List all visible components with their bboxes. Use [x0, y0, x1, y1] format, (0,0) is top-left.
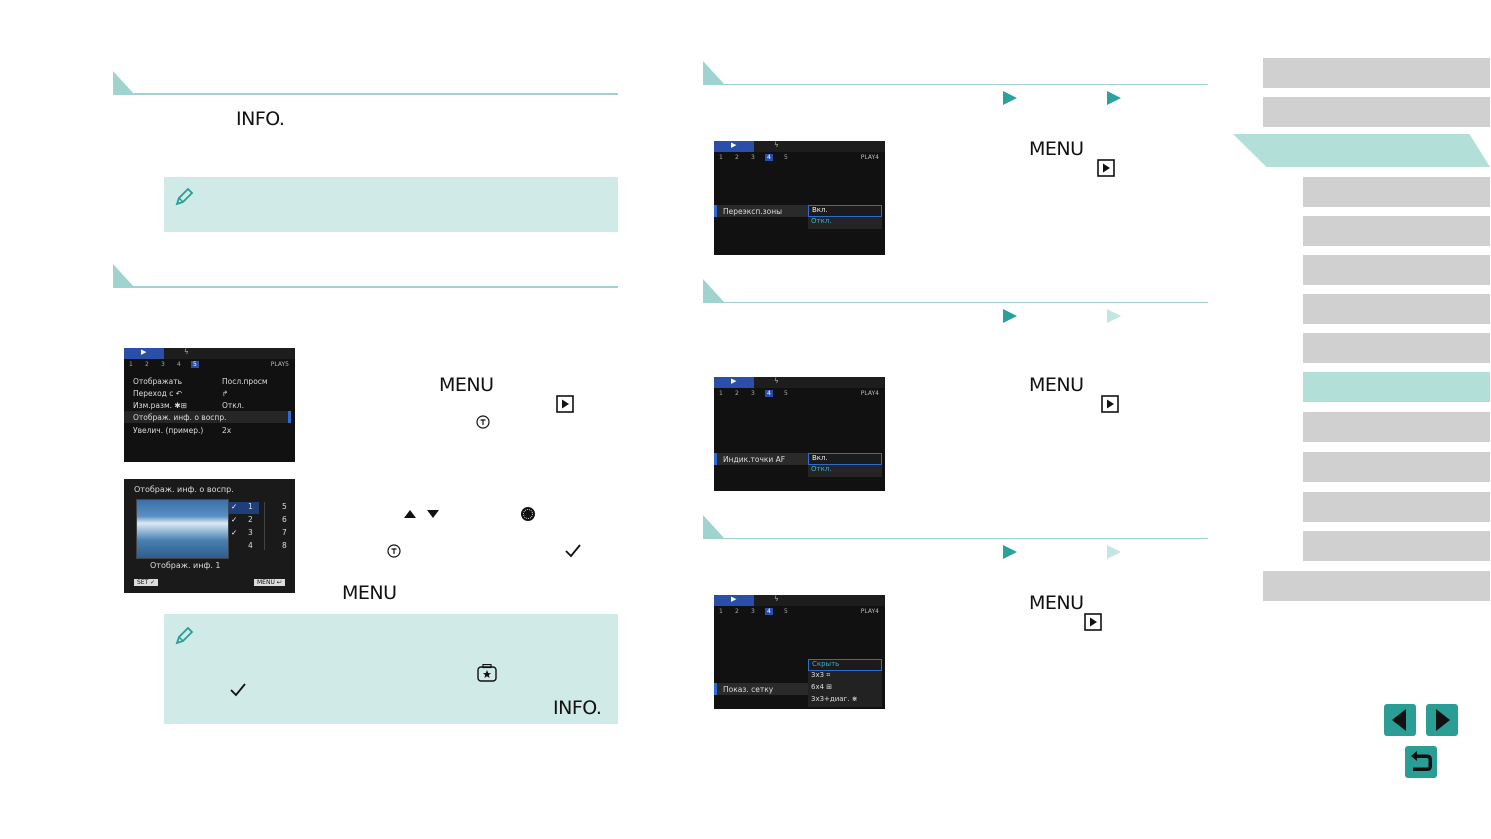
func-set-icon-2	[387, 544, 401, 558]
func-set-icon	[476, 415, 490, 429]
menu-button-label-right-3: MENU	[1029, 592, 1084, 614]
info-button-label: INFO.	[236, 108, 285, 130]
section-header-highlight-alert	[703, 61, 1208, 85]
note-box-1	[164, 177, 618, 232]
mode-arrow-icon	[1003, 309, 1017, 323]
setup-tab-icon: ϟ	[184, 348, 189, 356]
pencil-icon	[175, 626, 194, 645]
mode-arrow-icon	[1107, 91, 1121, 105]
section-header-grid	[703, 515, 1208, 539]
menu-button-label-1: MENU	[439, 374, 494, 396]
camera-screen-af-point: ▶ ϟ 1 2 3 4 5 PLAY4 Индик.точки AF Вкл. …	[714, 377, 885, 491]
play-tab-icon: ▶	[714, 595, 754, 606]
preview-image	[136, 499, 229, 559]
sidebar-subitem-10[interactable]	[1303, 531, 1490, 561]
menu-button-label-right-2: MENU	[1029, 374, 1084, 396]
sidebar-subitem-7[interactable]	[1303, 412, 1490, 442]
mode-arrow-icon	[1003, 545, 1017, 559]
sidebar-subitem-9[interactable]	[1303, 492, 1490, 522]
info-button-label-note: INFO.	[553, 697, 602, 719]
return-icon	[1411, 751, 1432, 771]
sidebar-subitem-1[interactable]	[1303, 177, 1490, 207]
section-header-custom-info	[113, 264, 618, 288]
play-tab-icon: ▶	[714, 377, 754, 388]
next-page-button[interactable]	[1426, 704, 1458, 736]
sidebar-chapter-tab-active[interactable]	[1233, 134, 1490, 167]
sidebar-subitem-4[interactable]	[1303, 294, 1490, 324]
mode-arrow-icon	[1003, 91, 1017, 105]
sidebar-item-index[interactable]	[1263, 571, 1490, 601]
setup-tab-icon: ϟ	[774, 377, 779, 385]
pencil-icon	[175, 187, 194, 206]
rating-button-icon	[477, 664, 497, 682]
sidebar-subitem-5[interactable]	[1303, 333, 1490, 363]
prev-page-button[interactable]	[1384, 704, 1416, 736]
control-dial-icon	[521, 507, 535, 521]
check-icon: ✓	[231, 502, 238, 511]
camera-screen-grid: ▶ ϟ 1 2 3 4 5 PLAY4 Скрыть 3x3 ⌗ Показ. …	[714, 595, 885, 709]
menu-button-label-2: MENU	[342, 582, 397, 604]
sidebar-subitem-2[interactable]	[1303, 216, 1490, 246]
camera-screen-highlight: ▶ ϟ 1 2 3 4 5 PLAY4 Переэксп.зоны Вкл. О…	[714, 141, 885, 255]
camera-screen-info-display: Отображ. инф. о воспр. ✓ ✓ ✓ 1 2 3 4 5 6…	[124, 479, 295, 593]
setup-tab-icon: ϟ	[774, 141, 779, 149]
sidebar-subitem-8[interactable]	[1303, 452, 1490, 482]
checkmark-icon	[230, 683, 246, 697]
note-box-2: INFO.	[164, 614, 618, 724]
section-header-info-display	[113, 71, 618, 95]
mode-arrow-icon-disabled	[1107, 545, 1121, 559]
sidebar-item-2[interactable]	[1263, 97, 1490, 127]
play-tab-icon: ▶	[714, 141, 754, 152]
arrow-right-icon	[1436, 709, 1450, 731]
back-button[interactable]	[1405, 746, 1437, 778]
up-down-arrows-icon	[404, 510, 439, 518]
camera-screen-play5: ▶ ϟ 1 2 3 4 5 PLAY5 Отображать Посл.прос…	[124, 348, 295, 462]
playback-icon	[1097, 159, 1115, 177]
playback-icon	[556, 395, 574, 413]
sidebar-item-1[interactable]	[1263, 58, 1490, 88]
sidebar-subitem-3[interactable]	[1303, 255, 1490, 285]
mode-arrow-icon-disabled	[1107, 309, 1121, 323]
playback-icon	[1101, 395, 1119, 413]
section-header-af-point	[703, 279, 1208, 303]
setup-tab-icon: ϟ	[774, 595, 779, 603]
arrow-left-icon	[1392, 709, 1406, 731]
playback-icon	[1084, 613, 1102, 631]
sidebar-subitem-6-active[interactable]	[1303, 372, 1490, 402]
play-tab-icon: ▶	[124, 348, 164, 359]
checkmark-icon	[565, 544, 581, 558]
menu-button-label-right-1: MENU	[1029, 138, 1084, 160]
